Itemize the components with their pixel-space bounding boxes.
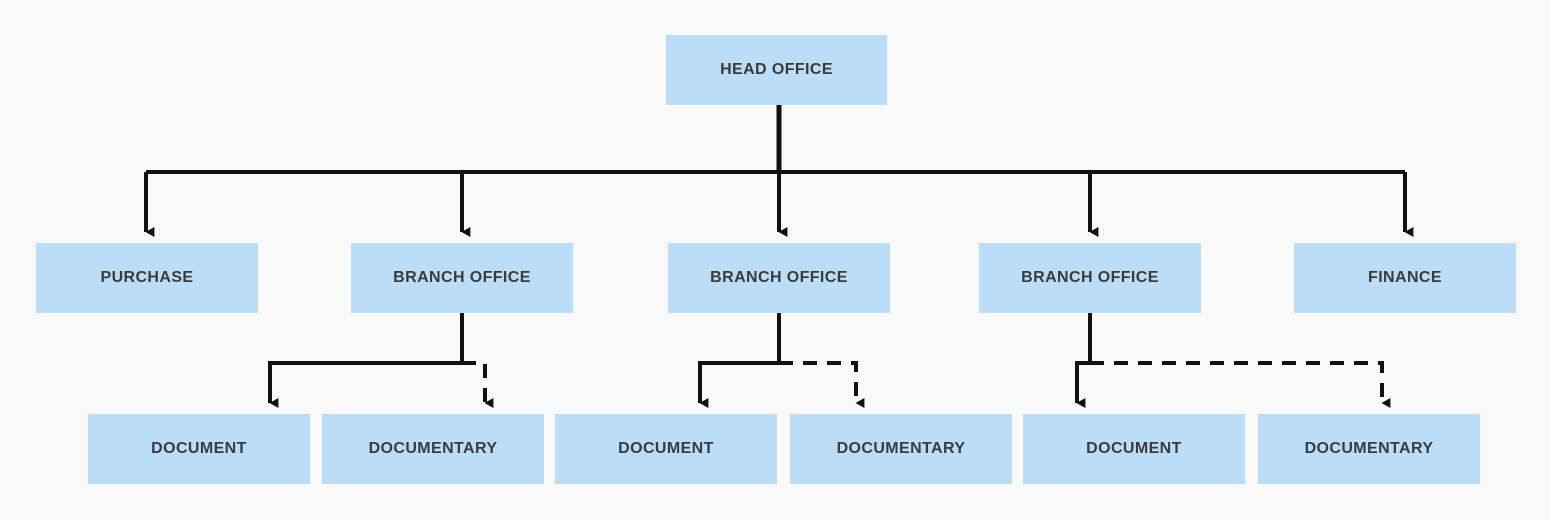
node-documentary-2-label: DOCUMENTARY bbox=[836, 440, 966, 457]
node-document-2-label: DOCUMENT bbox=[618, 440, 714, 457]
node-head-office-label: HEAD OFFICE bbox=[720, 61, 833, 78]
node-branch-office-3[interactable]: BRANCH OFFICE bbox=[979, 243, 1201, 313]
connector-branch-office-2-to-document-2 bbox=[698, 361, 779, 408]
connector-branch-office-1-to-documentary-1 bbox=[462, 361, 494, 408]
node-purchase[interactable]: PURCHASE bbox=[36, 243, 258, 313]
node-branch-office-2-label: BRANCH OFFICE bbox=[710, 269, 848, 286]
node-head-office[interactable]: HEAD OFFICE bbox=[666, 35, 887, 105]
node-document-1[interactable]: DOCUMENT bbox=[88, 414, 310, 484]
node-finance[interactable]: FINANCE bbox=[1294, 243, 1516, 313]
node-document-3-label: DOCUMENT bbox=[1086, 440, 1182, 457]
node-documentary-3-label: DOCUMENTARY bbox=[1304, 440, 1434, 457]
node-purchase-label: PURCHASE bbox=[100, 269, 194, 286]
node-documentary-1[interactable]: DOCUMENTARY bbox=[322, 414, 544, 484]
node-documentary-1-label: DOCUMENTARY bbox=[368, 440, 498, 457]
node-branch-office-2[interactable]: BRANCH OFFICE bbox=[668, 243, 890, 313]
node-documentary-2[interactable]: DOCUMENTARY bbox=[790, 414, 1012, 484]
node-branch-office-1[interactable]: BRANCH OFFICE bbox=[351, 243, 573, 313]
node-branch-office-1-label: BRANCH OFFICE bbox=[393, 269, 531, 286]
node-document-2[interactable]: DOCUMENT bbox=[555, 414, 777, 484]
node-branch-office-3-label: BRANCH OFFICE bbox=[1021, 269, 1159, 286]
node-documentary-3[interactable]: DOCUMENTARY bbox=[1258, 414, 1480, 484]
node-finance-label: FINANCE bbox=[1368, 269, 1442, 286]
node-document-1-label: DOCUMENT bbox=[151, 440, 247, 457]
connector-branch-office-3-to-documentary-3 bbox=[1090, 361, 1391, 408]
connector-branch-office-1-to-document-1 bbox=[268, 361, 462, 408]
connector-branch-office-3-to-document-3 bbox=[1075, 361, 1090, 408]
connector-branch-office-2-to-documentary-2 bbox=[779, 361, 865, 408]
node-document-3[interactable]: DOCUMENT bbox=[1023, 414, 1245, 484]
